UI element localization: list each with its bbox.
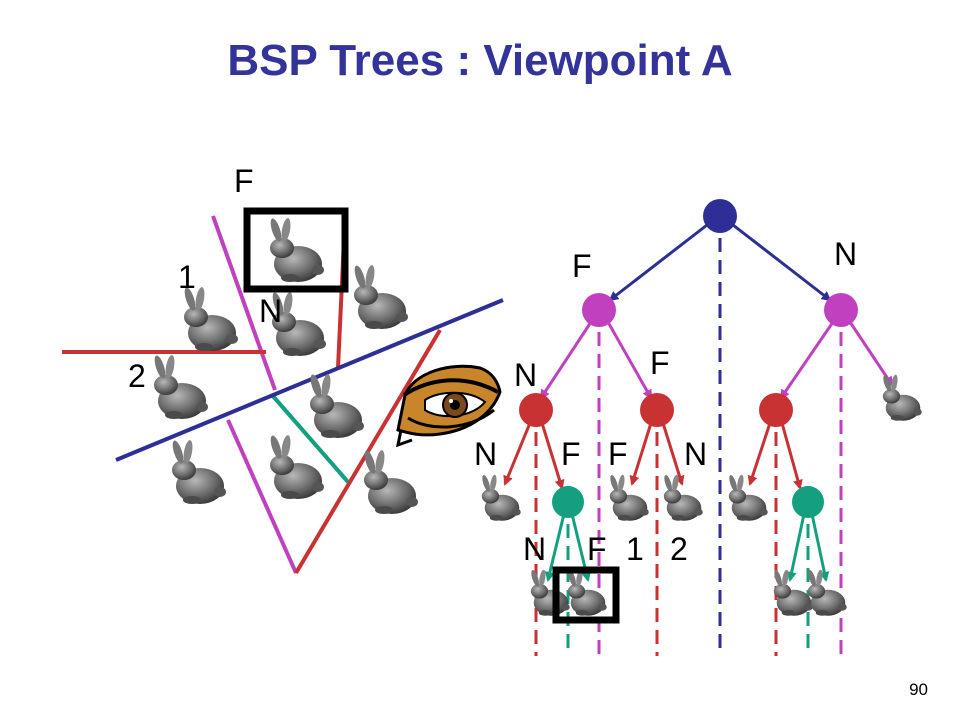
bunny-icon	[362, 449, 418, 514]
edge-red-b2	[661, 422, 685, 486]
scene: F 1 N 2	[62, 163, 504, 575]
bsp-tree: F N N F N F F N N F 1 2	[474, 199, 922, 656]
plane-blue-root	[115, 298, 504, 462]
tree-label: N	[523, 531, 546, 567]
bunny-icon	[170, 439, 226, 504]
bunny-icon	[727, 474, 768, 521]
tree-label: F	[572, 248, 592, 284]
tree-node-red	[759, 393, 793, 427]
tree-node-green	[552, 486, 584, 518]
tree-label: N	[684, 436, 707, 472]
tree-label: F	[561, 436, 581, 472]
bunny-icon	[480, 474, 521, 521]
tree-node-red	[640, 393, 674, 427]
plane-magenta-lower	[226, 419, 298, 574]
scene-label-f: F	[234, 163, 254, 199]
bunny-icon	[352, 264, 408, 329]
plane-green	[270, 393, 350, 484]
bunny-icon	[881, 374, 922, 421]
edge-red-a2	[540, 422, 565, 490]
edge-red-c2	[780, 422, 803, 490]
edge-grn-a1	[545, 513, 566, 582]
tree-node-root	[703, 199, 737, 233]
scene-label-2: 2	[128, 358, 146, 394]
tree-label: N	[514, 357, 537, 393]
tree-label: F	[608, 436, 628, 472]
bunny-icon	[152, 354, 208, 419]
edge-mag-b	[606, 321, 653, 400]
bunny-icon	[608, 474, 649, 521]
edge-root-right	[732, 223, 832, 302]
edge-mag-a	[539, 321, 593, 400]
edge-mag-c	[779, 321, 835, 400]
edge-mag-d	[848, 321, 894, 387]
tree-label: 1	[626, 531, 644, 567]
edge-root-left	[608, 223, 708, 302]
tree-node-magenta	[824, 293, 858, 327]
bunny-icon	[662, 474, 703, 521]
edge-red-a1	[503, 422, 532, 486]
highlight-box	[552, 566, 620, 624]
tree-node-magenta	[582, 293, 616, 327]
bunny-icon	[308, 373, 364, 438]
plane-magenta-upper	[211, 215, 277, 391]
scene-label-1: 1	[178, 259, 196, 295]
tree-label: F	[587, 531, 607, 567]
edge-grn-b2	[810, 513, 830, 582]
tree-label: N	[834, 236, 857, 272]
scene-label-n: N	[259, 293, 282, 329]
edge-grn-b1	[786, 513, 806, 582]
eye-icon	[396, 364, 502, 448]
page-number: 90	[909, 680, 928, 699]
tree-label: 2	[670, 531, 688, 567]
tree-node-red	[519, 393, 553, 427]
edge-red-b1	[629, 422, 653, 486]
tree-node-green	[792, 486, 824, 518]
tree-label: F	[650, 345, 670, 381]
edge-red-c1	[747, 422, 772, 486]
bunny-icon	[182, 286, 238, 351]
bunny-icon	[268, 217, 324, 282]
tree-label: N	[474, 436, 497, 472]
page-title: BSP Trees : Viewpoint A	[227, 36, 733, 85]
highlight-box	[243, 207, 349, 293]
